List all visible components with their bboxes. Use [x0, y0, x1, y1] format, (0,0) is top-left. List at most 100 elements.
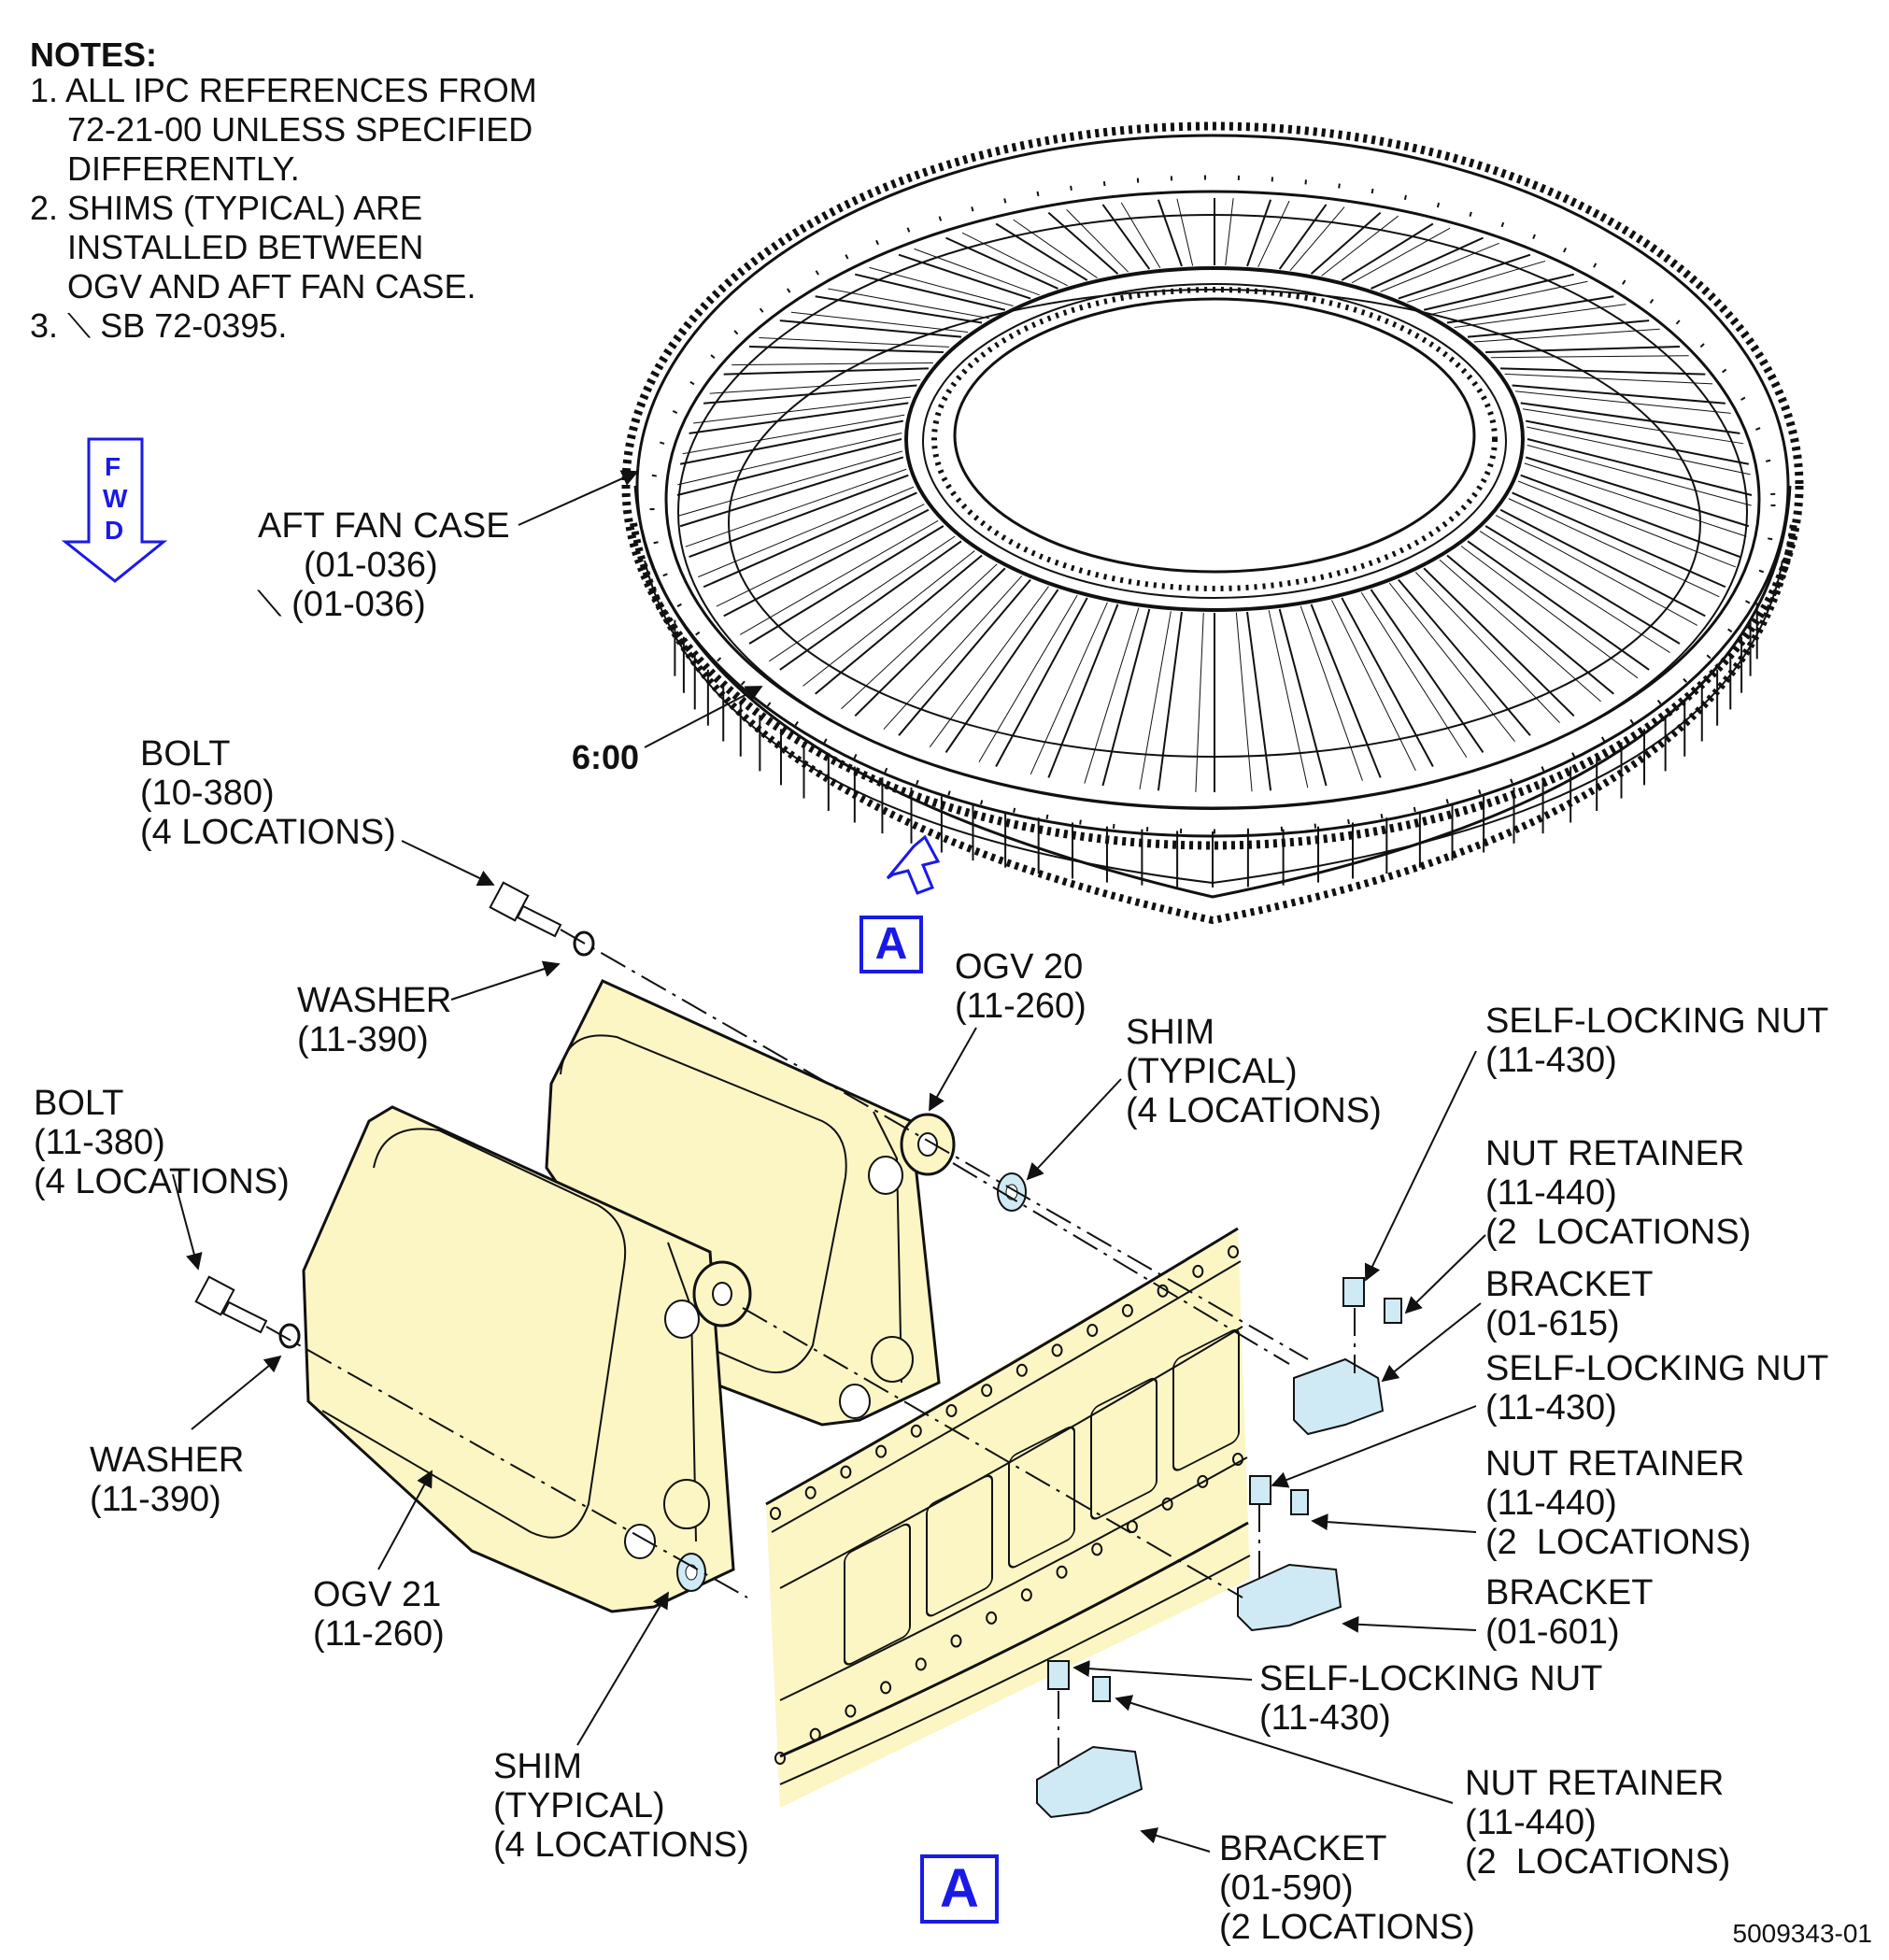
ogv-21: [302, 1105, 752, 1613]
label-shim-top-qty: (4 LOCATIONS): [1126, 1091, 1382, 1130]
ogv-vane-edge: [677, 433, 902, 486]
ogv-vane: [1485, 346, 1680, 353]
label-bracket-01-590: BRACKET: [1219, 1829, 1387, 1868]
label-retainer-3-qty: (2 LOCATIONS): [1465, 1842, 1731, 1882]
segment-hole: [1121, 1303, 1133, 1317]
ogv-vane: [1512, 491, 1726, 589]
label-bracket-01-590-ref: (01-590): [1219, 1868, 1354, 1908]
label-retainer-3: NUT RETAINER: [1465, 1764, 1725, 1803]
ogv-vane-edge: [698, 486, 915, 578]
ogv-vane: [679, 456, 904, 528]
segment-hole: [1161, 1497, 1173, 1511]
ogv-vane-edge: [869, 266, 1014, 306]
ogv-vane-edge: [1439, 559, 1601, 703]
ogv-vane-edge: [759, 336, 949, 348]
ogv-vane-edge: [1331, 600, 1416, 772]
ogv-vane: [1520, 402, 1740, 434]
ogv-vane-edge: [1414, 572, 1560, 723]
ogv-vane: [1246, 199, 1272, 267]
label-retainer-1-ref: (11-440): [1485, 1173, 1617, 1213]
label-nut-3-ref: (11-430): [1259, 1698, 1391, 1738]
aft-fan-case-ring: [621, 121, 1804, 925]
segment-hole: [1016, 1363, 1028, 1377]
ogv-vane: [1371, 236, 1484, 290]
fwd-letter: F: [105, 452, 121, 481]
ogv-vane-edge: [716, 504, 925, 607]
label-aft-fan-case-ref: (01-036): [304, 546, 438, 585]
ogv-vane-edge: [1380, 242, 1499, 292]
ogv-vane: [1157, 199, 1183, 267]
ogv-vane: [723, 508, 930, 618]
ogv-vane-edge: [1495, 515, 1698, 626]
ogv-vane: [1467, 320, 1650, 338]
label-bolt-top-qty: (4 LOCATIONS): [140, 813, 396, 852]
segment-hole: [774, 1752, 786, 1765]
retainer-1-part: [1384, 1298, 1402, 1324]
ogv-vane: [749, 346, 944, 353]
label-shim-bottom: SHIM: [493, 1747, 582, 1786]
ogv-vane: [1484, 525, 1681, 645]
ogv-vane: [1278, 204, 1328, 270]
ogv-vane-edge: [914, 248, 1040, 296]
ogv-vane: [944, 589, 1059, 753]
ogv-vane-edge: [709, 378, 921, 394]
ogv-vane-edge: [1407, 260, 1546, 303]
label-shim-top-typ: (TYPICAL): [1126, 1052, 1298, 1091]
label-bracket-01-601-ref: (01-601): [1485, 1612, 1620, 1652]
ogv-vane: [995, 222, 1088, 281]
ogv-vane-edge: [1257, 200, 1290, 268]
bolt-top-part: [489, 881, 562, 938]
label-shim-bottom-typ: (TYPICAL): [493, 1786, 665, 1825]
ogv-vane-edge: [1454, 304, 1626, 328]
ogv-vane: [1525, 456, 1750, 528]
label-bracket-01-601: BRACKET: [1485, 1573, 1654, 1612]
ogv-vane: [898, 253, 1031, 300]
ogv-vane: [1423, 273, 1574, 311]
segment-hole: [915, 1657, 927, 1671]
ogv-vane: [1101, 204, 1151, 270]
ogv-vane: [1446, 295, 1614, 324]
note-line: DIFFERENTLY.: [30, 149, 300, 188]
ogv-vane-edge: [1460, 546, 1639, 679]
fwd-letter: D: [105, 516, 124, 545]
bracket-01-615-part: [1293, 1357, 1385, 1436]
ogv-vane: [1512, 384, 1726, 405]
segment-panel: [844, 1523, 911, 1666]
note-line: 72-21-00 UNLESS SPECIFIED: [30, 110, 533, 149]
segment-hole: [945, 1403, 958, 1417]
label-bracket-01-615: BRACKET: [1485, 1265, 1654, 1304]
view-a-flag-top: A: [859, 916, 923, 973]
ogv-vane-edge: [1527, 445, 1752, 506]
segment-hole: [986, 1611, 998, 1625]
ogv-vane: [1310, 211, 1382, 275]
segment-hole: [950, 1634, 962, 1648]
segment-hole: [1087, 1324, 1099, 1338]
ogv-vane: [1278, 608, 1328, 787]
label-washer-top: WASHER: [297, 981, 452, 1020]
label-retainer-2: NUT RETAINER: [1485, 1444, 1745, 1484]
ogv-vane: [1520, 474, 1740, 559]
segment-hole: [1232, 1453, 1243, 1466]
label-bolt-top-ref: (10-380): [140, 774, 275, 813]
ogv-vane: [995, 597, 1088, 767]
ogv-vane: [1446, 554, 1614, 695]
ogv-vane: [1246, 611, 1272, 791]
segment-hole: [1228, 1245, 1239, 1258]
label-nut-2-ref: (11-430): [1485, 1388, 1617, 1427]
label-bolt-top: BOLT: [140, 734, 231, 774]
ogv-vane: [1341, 597, 1434, 767]
case-panels: [674, 603, 1758, 888]
ogv-vane-edge: [883, 575, 1023, 730]
ogv-vane-edge: [1473, 328, 1660, 343]
ogv-vane-edge: [1066, 208, 1129, 273]
ogv-vane-edge: [768, 535, 956, 662]
note-line: 2. SHIMS (TYPICAL) ARE: [30, 189, 423, 227]
ogv-vane: [1423, 567, 1575, 717]
label-washer-left-ref: (11-390): [90, 1480, 221, 1519]
segment-hole: [809, 1727, 821, 1741]
ogv-vane: [1499, 508, 1706, 618]
label-ogv-20-ref: (11-260): [955, 987, 1087, 1026]
ogv-vane: [1370, 589, 1484, 753]
ogv-vane-edge: [961, 232, 1068, 287]
segment-panel: [1090, 1377, 1158, 1520]
